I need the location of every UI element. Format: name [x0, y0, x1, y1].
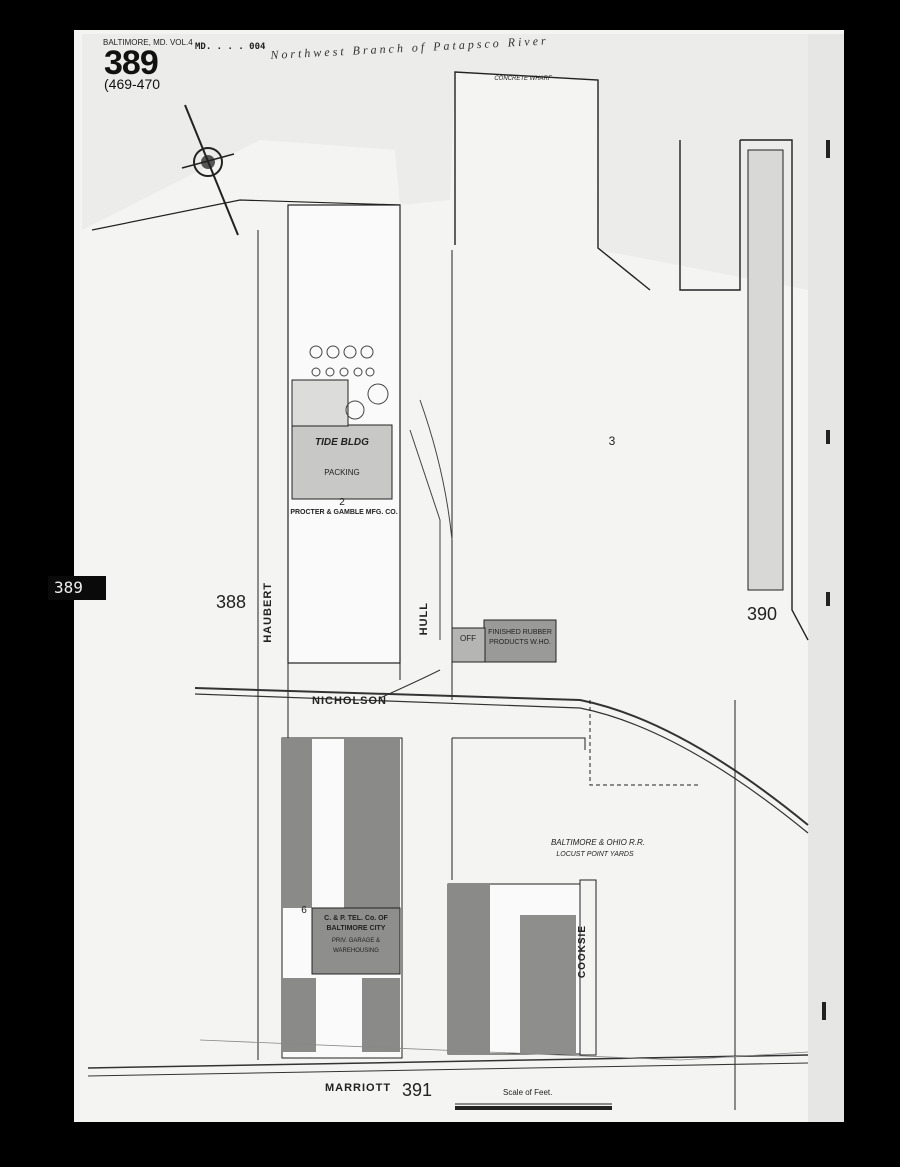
cp-tel-note: PRIV. GARAGE & WAREHOUSING [331, 938, 381, 954]
sheet-tab[interactable]: 389 [48, 576, 106, 600]
block-number: 6 [301, 905, 307, 916]
procter-number: 2 [339, 497, 345, 508]
street-cooksie: COOKSIE [577, 925, 588, 979]
rubber-label: FINISHED RUBBER PRODUCTS W.HO. [488, 629, 552, 646]
cp-tel-label: C. & P. TEL. Co. OF BALTIMORE CITY [324, 915, 388, 932]
wharf-area [82, 34, 808, 290]
adjoining-sheet-west: 388 [216, 592, 247, 612]
adjoining-sheet-south: 391 [402, 1080, 433, 1100]
scale-bar [455, 1103, 612, 1110]
north-arrow-icon [181, 104, 239, 236]
rail-tracks [194, 687, 809, 826]
volume-pages: (469-470 [104, 76, 161, 92]
procter-label: PROCTER & GAMBLE MFG. CO. [290, 509, 398, 516]
md-code: MD. . . . 004 [195, 42, 266, 52]
header-title: BALTIMORE, MD. VOL.4 [103, 38, 193, 47]
tide-bldg-note: PACKING [324, 468, 360, 477]
wharf-label: CONCRETE WHARF [494, 76, 552, 82]
tide-bldg-label: TIDE BLDG [315, 437, 369, 448]
office-label: OFF [460, 634, 476, 643]
adjoining-sheet-east: 390 [747, 604, 778, 624]
bo-railroad-label: BALTIMORE & OHIO R.R. [550, 838, 646, 847]
scale-label: Scale of Feet. [503, 1088, 553, 1097]
street-haubert: HAUBERT [262, 582, 274, 643]
street-hull: HULL [418, 602, 430, 636]
locust-point-label: LOCUST POINT YARDS [556, 851, 634, 858]
street-marriott: MARRIOTT [325, 1082, 392, 1094]
sheet-number: 389 [104, 44, 159, 82]
tide-building [291, 424, 393, 500]
rubber-warehouse [483, 619, 557, 663]
yard-number: 3 [608, 434, 616, 448]
street-nicholson: NICHOLSON [312, 695, 387, 707]
pier-shaded [747, 149, 784, 591]
